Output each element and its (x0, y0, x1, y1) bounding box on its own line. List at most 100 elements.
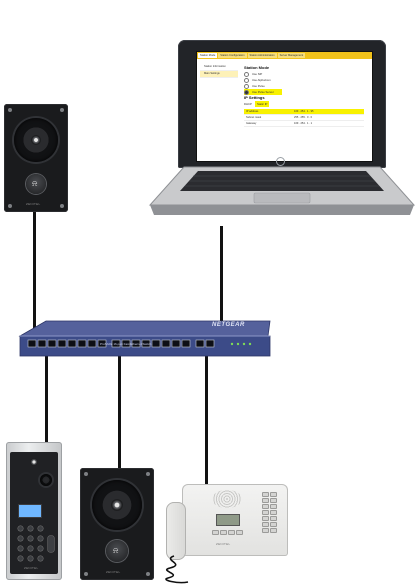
master-key[interactable] (262, 510, 269, 515)
ui-radio-use-sip[interactable]: Use SIP (244, 71, 368, 77)
ui-radio-use-pulse[interactable]: Use Pulse (244, 83, 368, 89)
master-key[interactable] (262, 504, 269, 509)
screw-icon (146, 472, 150, 476)
master-key[interactable] (212, 530, 219, 535)
speaker-icon (40, 474, 52, 486)
keypad-key-4[interactable] (18, 536, 23, 541)
cable-master-station (205, 354, 208, 484)
master-key[interactable] (262, 492, 269, 497)
hp-logo-icon (276, 157, 285, 166)
ui-ip-row-label: Gateway (246, 122, 257, 125)
keypad-key-9[interactable] (38, 546, 43, 551)
cable-top-station (33, 212, 36, 336)
cable-keypad-station (45, 352, 48, 448)
screw-icon (8, 204, 12, 208)
screw-icon (8, 108, 12, 112)
master-key[interactable] (270, 498, 277, 503)
master-key[interactable] (262, 528, 269, 533)
station-brand: ZENITEL (26, 202, 41, 206)
master-display (216, 514, 240, 526)
radio-icon (244, 77, 249, 83)
ui-heading-station-mode: Station Mode (244, 65, 270, 70)
ui-dhcp-select[interactable]: Static IP (254, 101, 270, 107)
master-key[interactable] (270, 510, 277, 515)
laptop-screen: Station Mode Station Configuration Stati… (196, 51, 373, 162)
keypad-front: ZENITEL (10, 452, 58, 574)
keypad-key-6[interactable] (38, 536, 43, 541)
master-key[interactable] (220, 530, 227, 535)
master-key[interactable] (270, 504, 277, 509)
ui-sidebar-item-station-information[interactable]: Station Information (200, 64, 238, 71)
coiled-cord-icon (165, 555, 189, 584)
keypad-call-button[interactable] (48, 536, 54, 552)
ui-dhcp-row: DHCP Static IP (244, 101, 368, 107)
master-key[interactable] (270, 528, 277, 533)
master-key[interactable] (262, 498, 269, 503)
radio-selected-icon (244, 89, 249, 95)
screw-icon (84, 472, 88, 476)
screw-icon (60, 108, 64, 112)
ui-tab-station-administration[interactable]: Station Administration (247, 53, 277, 58)
master-key[interactable] (228, 530, 235, 535)
master-key[interactable] (236, 530, 243, 535)
call-button[interactable] (106, 540, 128, 562)
radio-icon (244, 71, 249, 77)
ui-heading-ip-settings: IP Settings (244, 95, 265, 100)
ui-dhcp-label: DHCP (244, 102, 252, 106)
ui-radio-label: Use Pulse (252, 84, 265, 88)
ui-radio-use-alphacom[interactable]: Use AlphaCom (244, 77, 368, 83)
laptop-keyboard-base (148, 166, 416, 215)
master-key[interactable] (262, 516, 269, 521)
screw-icon (84, 572, 88, 576)
keypad-key-8[interactable] (28, 546, 33, 551)
ui-ip-row: Subnet mask 255 . 255 . 0 . 0 (244, 115, 364, 121)
keypad-key-0[interactable] (28, 556, 33, 561)
master-brand: ZENITEL (216, 542, 231, 546)
keypad-key-1[interactable] (18, 526, 23, 531)
camera-icon (30, 458, 38, 466)
camera-icon (111, 499, 123, 511)
ui-ip-row-value[interactable]: 169 . 254 . 1 . 1 (294, 122, 313, 125)
network-switch (18, 320, 271, 357)
master-key[interactable] (270, 516, 277, 521)
ui-ip-row: Gateway 169 . 254 . 1 . 1 (244, 121, 364, 127)
intercom-station-top: ⍾ ZENITEL (4, 104, 68, 212)
ui-radio-use-pulse-server[interactable]: Use Pulse Server (244, 89, 282, 95)
speaker-grille-icon (212, 490, 242, 508)
switch-model-label: ProSAFE 16-port Fast Ethernet Switch (100, 342, 152, 346)
screw-icon (146, 572, 150, 576)
bell-icon: ⍾ (113, 546, 119, 555)
cable-laptop (220, 226, 223, 352)
camera-icon (31, 135, 41, 145)
ui-ip-row-label: Subnet mask (246, 116, 262, 119)
keypad-brand: ZENITEL (24, 566, 39, 570)
ui-tab-station-configuration[interactable]: Station Configuration (218, 53, 247, 58)
ui-radio-label: Use SIP (252, 72, 263, 76)
keypad-key-7[interactable] (18, 546, 23, 551)
master-key[interactable] (262, 522, 269, 527)
keypad-intercom-panel: ZENITEL (6, 442, 62, 580)
switch-ports (27, 339, 215, 348)
keypad-key-star[interactable] (18, 556, 23, 561)
keypad-key-2[interactable] (28, 526, 33, 531)
switch-brand-label: NETGEAR (212, 322, 245, 328)
ui-ip-table: IP address 169 . 254 . 1 . 95 Subnet mas… (244, 109, 364, 127)
handset-icon[interactable] (166, 502, 186, 560)
ui-main-panel: Station Mode Use SIP Use AlphaCom Use Pu… (244, 65, 368, 127)
bell-icon: ⍾ (32, 179, 38, 188)
ui-ip-row: IP address 169 . 254 . 1 . 95 (244, 109, 364, 115)
keypad-key-hash[interactable] (38, 556, 43, 561)
ui-tab-station-mode[interactable]: Station Mode (198, 53, 218, 58)
master-key[interactable] (270, 522, 277, 527)
keypad-key-5[interactable] (28, 536, 33, 541)
intercom-station-bottom: ⍾ ZENITEL (80, 468, 154, 580)
ui-ip-row-value[interactable]: 255 . 255 . 0 . 0 (294, 116, 313, 119)
keypad-key-3[interactable] (38, 526, 43, 531)
call-button[interactable] (26, 174, 46, 194)
master-key[interactable] (270, 492, 277, 497)
ui-ip-row-value[interactable]: 169 . 254 . 1 . 95 (294, 110, 314, 113)
desk-master-station: ZENITEL (182, 484, 288, 556)
cable-bottom-station (118, 354, 121, 470)
ui-tab-server-management[interactable]: Server Management (277, 53, 306, 58)
ui-sidebar-item-main-settings[interactable]: Main Settings (200, 71, 238, 78)
